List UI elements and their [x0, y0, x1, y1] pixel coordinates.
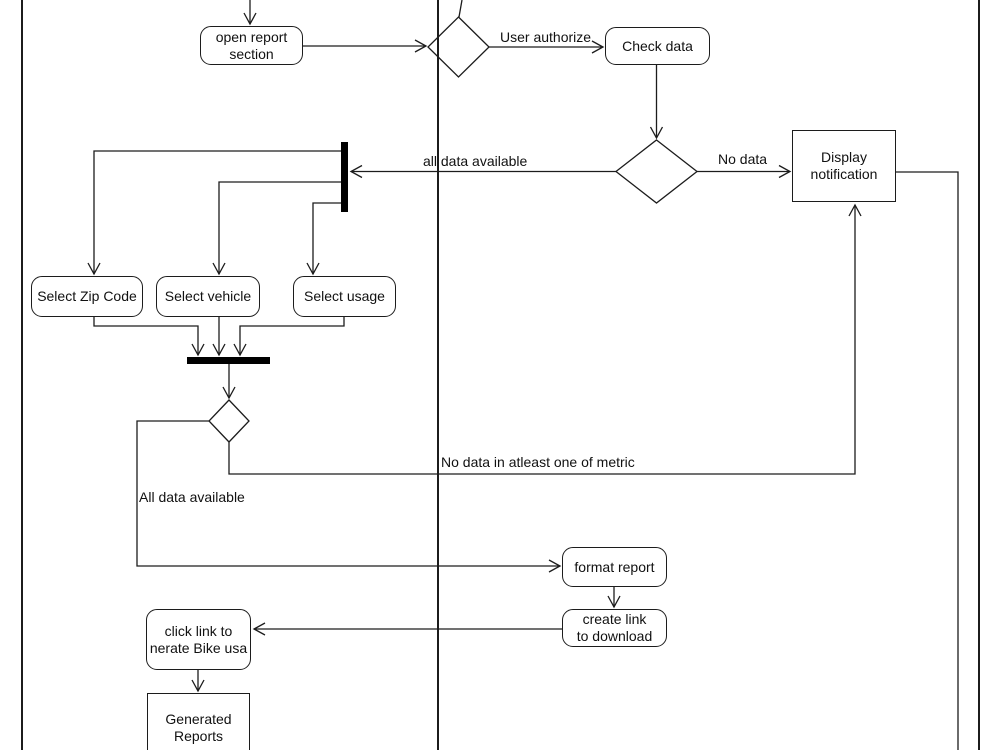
- edge-label-no-data-one-metric: No data in atleast one of metric: [441, 454, 635, 470]
- activity-open-report-section: open report section: [200, 26, 303, 65]
- edge-decision1-top-stub: [458, 0, 463, 18]
- decision-data-check: [614, 139, 699, 204]
- activity-select-zip-code: Select Zip Code: [31, 276, 143, 317]
- edge-fork-to-select-vehicle: [212, 181, 341, 276]
- activity-check-data: Check data: [605, 27, 710, 65]
- node-label-line: format report: [574, 558, 655, 575]
- activity-format-report: format report: [562, 547, 667, 587]
- edge-display-notification-out: [896, 171, 959, 750]
- node-label-line: notification: [810, 166, 878, 182]
- edge-select-zip-to-join: [93, 317, 205, 357]
- node-label-line: Select vehicle: [164, 288, 252, 304]
- edge-label-user-authorize: User authorize: [500, 29, 592, 45]
- fork-bar: [341, 142, 348, 212]
- activity-generated-reports: Generated Reports: [147, 693, 250, 750]
- edge-fork-to-select-usage: [306, 202, 341, 276]
- activity-click-link-to-generate: click link to nerate Bike usa: [146, 609, 251, 670]
- node-label-line: create link: [582, 611, 647, 627]
- edge-label-all-data-available: all data available: [423, 153, 528, 169]
- activity-select-usage: Select usage: [293, 276, 396, 317]
- diagram-right-border: [978, 0, 980, 750]
- node-label-line: Generated: [165, 711, 232, 727]
- activity-create-link-to-download: create link to download: [562, 609, 667, 647]
- edge-decision3-to-display-notification: [228, 203, 862, 475]
- node-label-line: Reports: [173, 728, 224, 744]
- node-label-line: Display: [821, 149, 867, 165]
- swimlane-divider: [436, 0, 439, 750]
- edge-decision3-to-format-report: [136, 420, 562, 573]
- edge-label-no-data: No data: [718, 151, 768, 167]
- activity-select-vehicle: Select vehicle: [156, 276, 260, 317]
- node-label-line: Check data: [622, 37, 693, 54]
- edge-fork-to-select-zip: [87, 150, 341, 276]
- node-label-line: section: [229, 45, 274, 62]
- join-bar: [187, 357, 270, 364]
- node-label-line: nerate Bike usa: [149, 639, 248, 656]
- node-label-line: Select usage: [304, 288, 385, 304]
- decision-metrics-check: [208, 399, 250, 443]
- diagram-left-border: [20, 0, 23, 750]
- node-label-line: open report: [215, 28, 288, 45]
- edge-select-usage-to-join: [233, 317, 345, 357]
- edge-label-all-data-available-2: All data available: [139, 489, 245, 505]
- node-label-line: click link to: [164, 622, 233, 639]
- node-label-line: to download: [576, 628, 653, 644]
- node-label-line: Select Zip Code: [37, 288, 137, 304]
- activity-display-notification: Display notification: [792, 130, 896, 202]
